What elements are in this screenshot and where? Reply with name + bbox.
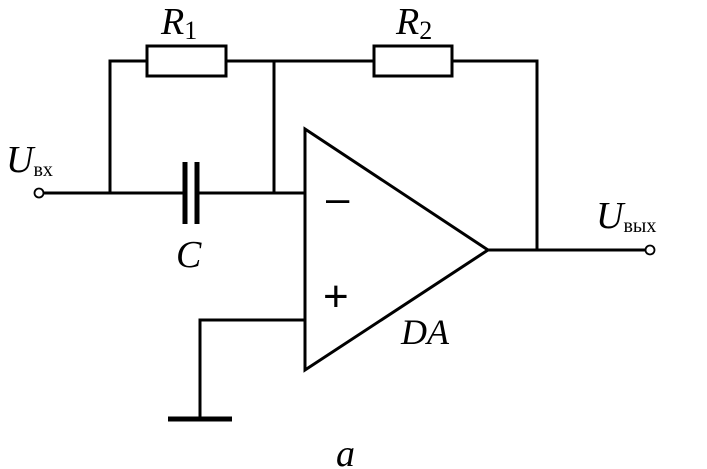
r1-left-wire [108, 59, 149, 195]
input-voltage-label: Uвх [6, 139, 53, 181]
r1-label: R1 [160, 1, 197, 45]
inverting-sign: – [326, 174, 350, 221]
opamp-label: DA [400, 312, 450, 352]
output-voltage-label: Uвых [596, 195, 656, 237]
resistor-r1 [145, 44, 228, 78]
noninverting-sign: + [323, 272, 349, 321]
resistor-r2 [372, 44, 454, 78]
input-terminal [33, 187, 45, 199]
r2-label: R2 [395, 1, 432, 45]
feedback-wire [450, 59, 539, 252]
ground-wire [198, 318, 307, 421]
opamp-triangle [303, 126, 491, 373]
figure-caption: a [336, 433, 355, 469]
wires [41, 59, 647, 421]
capacitor [182, 162, 200, 224]
output-terminal [644, 244, 656, 256]
capacitor-label: C [176, 234, 202, 276]
